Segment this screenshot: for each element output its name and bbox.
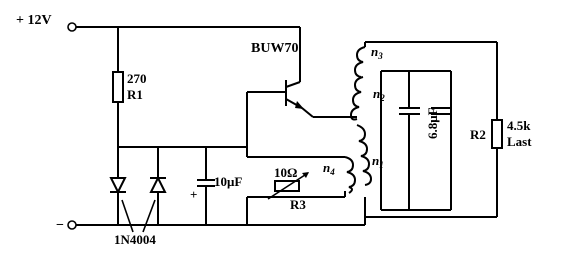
transistor-label: BUW70 — [251, 41, 298, 56]
r2-value: 4.5k — [507, 118, 531, 133]
positive-rail — [67, 22, 301, 82]
winding-n3 — [353, 46, 366, 78]
diode-d1 — [109, 147, 127, 225]
diode-pointer-1 — [121, 199, 134, 233]
feedback-branch — [246, 147, 357, 225]
capacitor-10uf — [197, 147, 215, 225]
r3-name: R3 — [290, 197, 306, 212]
n3-label: n3 — [371, 44, 383, 61]
winding-n4 — [344, 156, 357, 194]
resistor-r3 — [267, 172, 309, 200]
r1-name: R1 — [127, 87, 143, 102]
emitter-arrow — [295, 101, 304, 109]
n2-label: n2 — [373, 86, 385, 103]
resistor-r1 — [112, 27, 124, 147]
cap-10uf-plus: + — [190, 187, 197, 202]
diode-d2 — [149, 147, 167, 225]
n4-label: n4 — [323, 160, 335, 177]
winding-n1 — [356, 124, 373, 186]
resistor-r2 — [365, 119, 503, 218]
negative-terminal-label: − — [56, 218, 64, 233]
r3-value: 10Ω — [274, 165, 297, 180]
cap-10uf-label: 10μF — [214, 174, 242, 189]
negative-rail — [67, 220, 365, 230]
transistor-buw70 — [246, 80, 357, 147]
r2-name: R2 — [470, 127, 486, 142]
r2-load-label: Last — [507, 134, 532, 149]
positive-terminal-label: + 12V — [16, 13, 52, 28]
winding-n2 — [349, 76, 364, 121]
diode-pointer-2 — [142, 199, 156, 233]
tank-capacitors — [380, 70, 452, 211]
transformer-windings — [349, 46, 373, 225]
cap-68uf-label: 6.8μF — [425, 107, 440, 139]
r1-value: 270 — [127, 71, 147, 86]
diode-label: 1N4004 — [114, 232, 156, 247]
